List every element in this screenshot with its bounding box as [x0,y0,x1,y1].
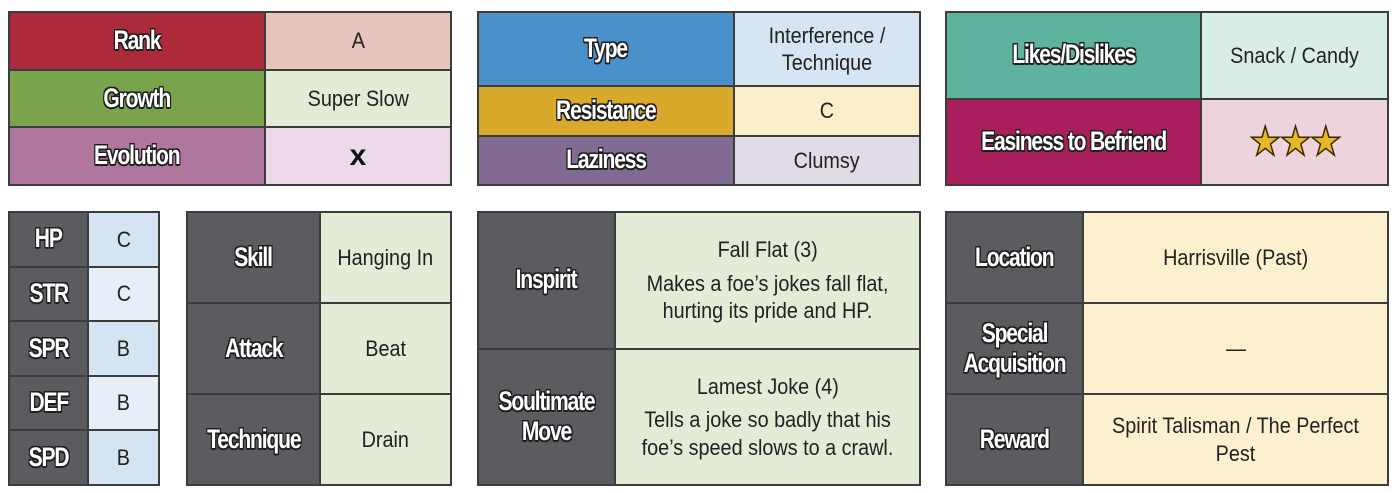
stat-def-value: B [116,390,131,416]
resistance-value: C [819,98,835,123]
rank-value-cell: A [266,13,450,69]
attack-value: Beat [365,335,406,361]
laziness-label-cell: Laziness [479,136,733,184]
laziness-value: Clumsy [793,147,861,173]
type-table: Type Interference / Technique Resistance… [477,11,921,186]
location-label: Location [975,241,1055,272]
location-table: Location Harrisville (Past) Special Acqu… [945,211,1389,486]
likes-label: Likes/Dislikes [1012,39,1136,70]
laziness-value-cell: Clumsy [735,136,919,184]
stats-table: HP C STR C SPR B DEF B SPD B [8,211,160,486]
special-label-cell: Special Acquisition [947,304,1082,393]
stat-spr-value: B [116,335,131,361]
befriend-label: Easiness to Befriend [981,125,1167,156]
befriend-label-cell: Easiness to Befriend [947,99,1200,184]
inspirit-label: Inspirit [516,264,578,295]
no-evolution-x-icon: x [349,139,367,173]
stat-hp-value-cell: C [89,213,158,266]
location-value: Harrisville (Past) [1162,244,1309,270]
inspirit-label-cell: Inspirit [479,213,614,348]
type-label-cell: Type [479,13,733,85]
rank-label-cell: Rank [10,13,264,69]
soultimate-value-cell: Lamest Joke (4) Tells a joke so badly th… [616,349,919,484]
evolution-label-cell: Evolution [10,128,264,184]
stat-spd-label: SPD [28,441,70,472]
stat-str-value-cell: C [89,267,158,321]
likes-label-cell: Likes/Dislikes [947,13,1200,98]
attack-label: Attack [224,332,284,363]
stat-hp-label: HP [35,223,63,254]
technique-value-cell: Drain [321,395,450,484]
stat-def-value-cell: B [89,376,158,430]
stat-str-label-cell: STR [10,267,87,321]
stat-def-label: DEF [29,387,69,418]
stat-spd-label-cell: SPD [10,431,87,484]
laziness-label: Laziness [566,144,647,175]
moves-table: Inspirit Fall Flat (3) Makes a foe’s jok… [477,211,921,486]
type-value: Interference / Technique [768,22,886,76]
stat-spd-value-cell: B [89,431,158,484]
reward-value: Spirit Talisman / The Perfect Pest [1112,413,1359,466]
special-value-cell: — [1084,304,1387,393]
stat-spd-value: B [116,444,131,470]
befriend-stars-icon: ★★★ [1248,119,1342,165]
skill-value: Hanging In [337,244,434,270]
soultimate-name: Lamest Joke (4) [696,373,839,399]
stat-def-label-cell: DEF [10,376,87,430]
resistance-label: Resistance [556,94,657,125]
stat-spr-value-cell: B [89,322,158,375]
profile-table: Rank A Growth Super Slow Evolution x [8,11,452,186]
growth-value-cell: Super Slow [266,70,450,127]
resistance-label-cell: Resistance [479,87,733,135]
likes-table: Likes/Dislikes Snack / Candy Easiness to… [945,11,1389,186]
stat-str-label: STR [29,278,69,309]
special-acquisition-label: Special Acquisition [963,317,1067,378]
special-acquisition-value: — [1225,335,1246,361]
growth-label-cell: Growth [10,70,264,127]
soultimate-label-cell: Soultimate Move [479,349,614,484]
evolution-label: Evolution [94,140,181,171]
inspirit-name: Fall Flat (3) [717,237,818,262]
technique-label: Technique [206,423,301,454]
stat-hp-label-cell: HP [10,213,87,266]
likes-value: Snack / Candy [1230,42,1359,68]
skill-label-cell: Skill [188,213,319,302]
reward-label: Reward [979,423,1050,454]
type-label: Type [584,33,629,64]
growth-label: Growth [103,82,172,113]
attack-label-cell: Attack [188,304,319,393]
location-label-cell: Location [947,213,1082,302]
attack-value-cell: Beat [321,304,450,393]
type-value-cell: Interference / Technique [735,13,919,85]
skill-label: Skill [234,241,274,272]
stat-str-value: C [116,281,131,307]
likes-value-cell: Snack / Candy [1202,13,1387,98]
stat-hp-value: C [116,226,131,252]
stat-spr-label-cell: SPR [10,322,87,375]
technique-value: Drain [361,426,410,452]
resistance-value-cell: C [735,87,919,135]
skill-value-cell: Hanging In [321,213,450,302]
growth-value: Super Slow [307,85,409,111]
skills-table: Skill Hanging In Attack Beat Technique D… [186,211,452,486]
reward-value-cell: Spirit Talisman / The Perfect Pest [1084,395,1387,484]
location-value-cell: Harrisville (Past) [1084,213,1387,302]
evolution-value-cell: x [266,128,450,184]
technique-label-cell: Technique [188,395,319,484]
rank-value: A [351,28,365,54]
soultimate-description: Tells a joke so badly that his foe’s spe… [641,407,894,460]
inspirit-value-cell: Fall Flat (3) Makes a foe’s jokes fall f… [616,213,919,348]
befriend-value-cell: ★★★ [1202,99,1387,184]
rank-label: Rank [113,24,162,55]
inspirit-description: Makes a foe’s jokes fall flat, hurting i… [646,270,889,324]
soultimate-label: Soultimate Move [498,386,596,446]
stat-spr-label: SPR [28,332,70,363]
reward-label-cell: Reward [947,395,1082,484]
